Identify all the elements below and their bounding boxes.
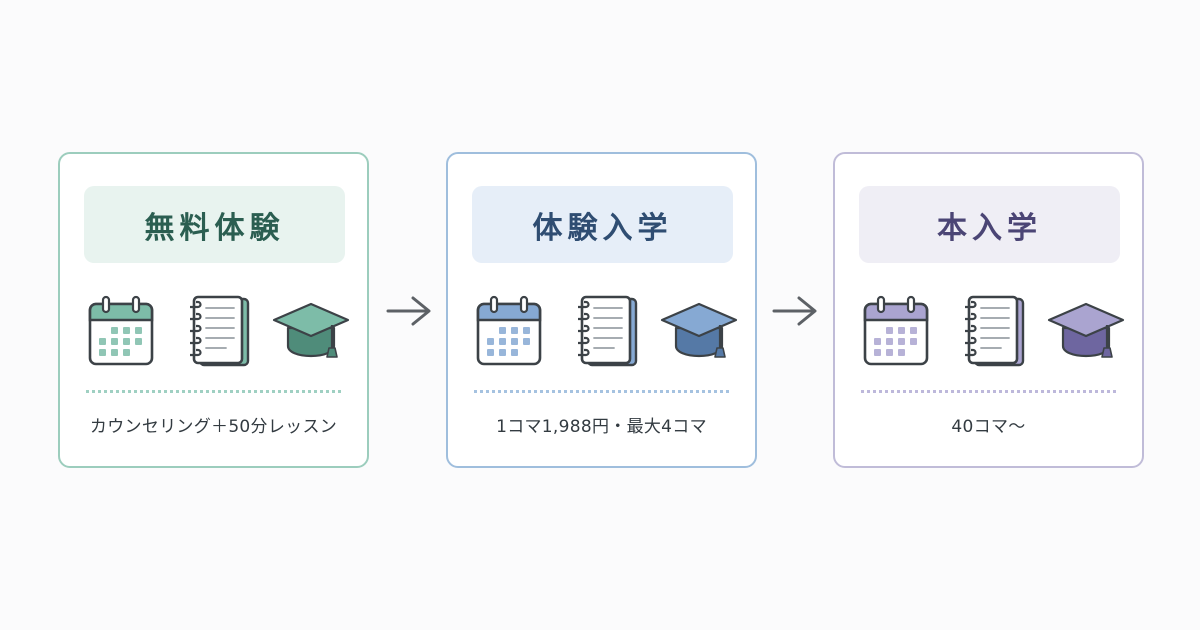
step-description: 40コマ～ <box>951 417 1026 437</box>
notebook-icon <box>184 294 254 370</box>
arrow-right-icon <box>771 293 819 329</box>
dotted-divider <box>86 390 341 393</box>
graduation-cap-icon <box>272 300 350 366</box>
step-card-3: 本入学 <box>833 152 1144 468</box>
graduation-cap-icon <box>660 300 738 366</box>
arrow-right-icon <box>385 293 433 329</box>
calendar-icon <box>474 294 544 368</box>
calendar-icon <box>86 294 156 368</box>
step-description: カウンセリング＋50分レッスン <box>89 417 338 437</box>
step-title: 体験入学 <box>472 186 733 263</box>
step-card-2: 体験入学 <box>446 152 757 468</box>
dotted-divider <box>474 390 729 393</box>
step-card-1: 無料体験 <box>58 152 369 468</box>
dotted-divider <box>861 390 1116 393</box>
graduation-cap-icon <box>1047 300 1125 366</box>
step-description: 1コマ1,988円・最大4コマ <box>496 417 707 437</box>
calendar-icon <box>861 294 931 368</box>
notebook-icon <box>572 294 642 370</box>
step-title: 無料体験 <box>84 186 345 263</box>
notebook-icon <box>959 294 1029 370</box>
step-title: 本入学 <box>859 186 1120 263</box>
